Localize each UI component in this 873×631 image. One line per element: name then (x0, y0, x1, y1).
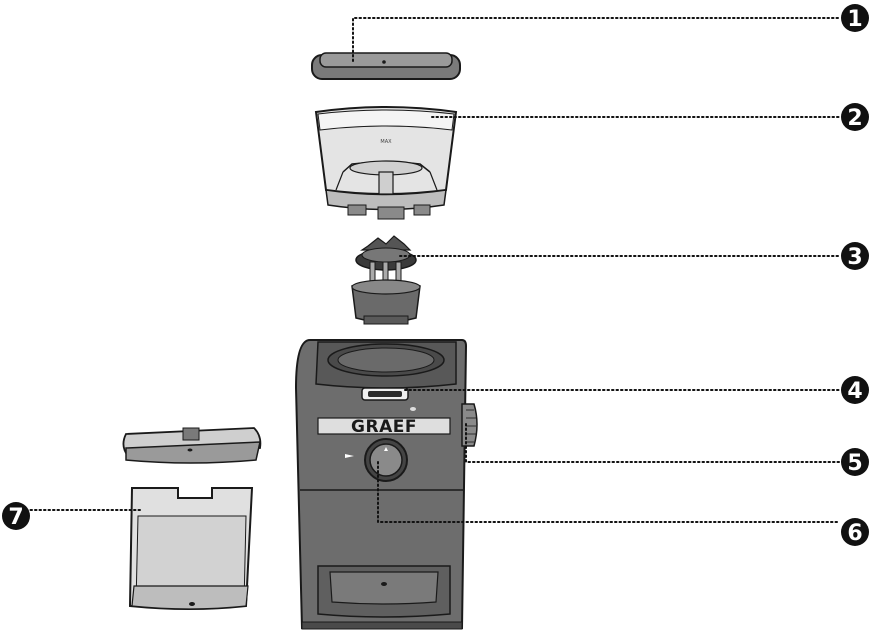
coffee-container-lid (122, 427, 262, 464)
start-knob (364, 438, 408, 482)
bean-container: MAX (314, 106, 458, 220)
callout-number: 5 (847, 451, 862, 476)
callout-7: 7 (2, 502, 30, 530)
upper-grinder-assembly (351, 235, 421, 325)
callout-5: 5 (841, 448, 869, 476)
leader-line-6 (377, 461, 841, 523)
callout-number: 6 (847, 521, 862, 546)
coffee-container (128, 487, 254, 610)
leader-lines (25, 17, 841, 523)
callout-number: 3 (847, 245, 862, 270)
callout-4: 4 (841, 376, 869, 404)
grinder-body: GRAEF (294, 339, 478, 630)
callout-number: 1 (847, 7, 862, 32)
brand-logo: GRAEF (351, 417, 417, 437)
callout-2: 2 (841, 103, 869, 131)
lid (311, 52, 461, 80)
leader-line-5 (465, 423, 841, 463)
leader-line-1 (352, 17, 841, 62)
callout-3: 3 (841, 242, 869, 270)
callout-number: 4 (847, 379, 862, 404)
grind-setting-dial (461, 403, 478, 447)
callout-6: 6 (841, 518, 869, 546)
max-fill-mark: MAX (380, 139, 392, 145)
brand-plate (317, 417, 451, 435)
callout-number: 2 (847, 106, 862, 131)
callout-1: 1 (841, 4, 869, 32)
callout-number: 7 (8, 505, 23, 530)
